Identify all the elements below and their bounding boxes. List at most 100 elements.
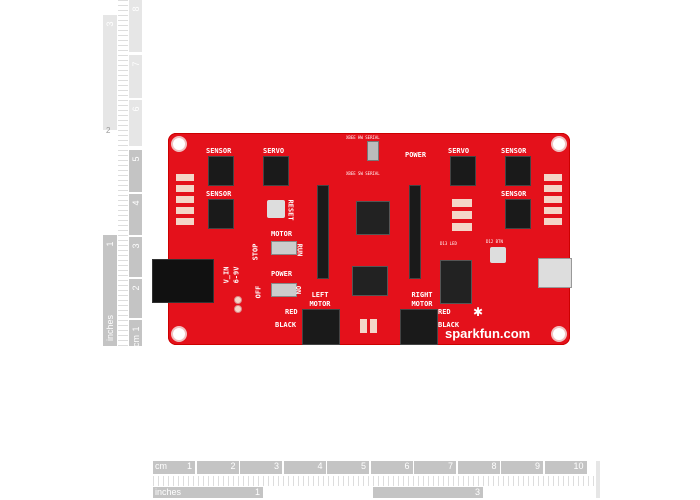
xbee-serial-switch[interactable] [367, 141, 379, 161]
stop-label: STOP [251, 243, 260, 261]
sensor-header [208, 156, 234, 186]
ruler-tick-label: 3 [105, 21, 115, 27]
ruler-tick-label: 5 [360, 461, 366, 471]
ruler-cm-segment: 4 [129, 194, 142, 235]
ruler-tick-label: 3 [273, 461, 279, 471]
mounting-hole [551, 326, 567, 342]
ruler-cm-segment: 6 [129, 100, 142, 146]
ruler-cm-segment: 7 [129, 55, 142, 98]
xbee-header-right [409, 185, 421, 279]
ruler-cm-segment: 3 [129, 237, 142, 277]
sensor-header [505, 156, 531, 186]
ruler-inch-segment: 1 inches [103, 235, 117, 346]
sensor-label: SENSOR [501, 147, 527, 155]
ruler-cm-segment: 9 [501, 461, 543, 474]
d12-button[interactable] [490, 247, 506, 263]
pad-grid [452, 199, 472, 231]
pad-column [176, 171, 194, 225]
ruler-cm-segment: 8 [457, 461, 500, 474]
ruler-cm-segment: 3 [240, 461, 282, 474]
ruler-tick-label: 2 [230, 461, 236, 471]
sensor-header [208, 199, 234, 229]
xbee-hw-serial-label: XBEE HW SERIAL [346, 135, 380, 140]
microcontroller-chip [356, 201, 390, 235]
vin-pad [234, 305, 242, 313]
ruler-inch-segment: 3 [373, 487, 483, 498]
sparkfun-flame-logo: ✱ [473, 305, 484, 319]
ruler-tick-label: 1 [130, 326, 141, 332]
sensor-label: SENSOR [206, 190, 232, 198]
right-motor-connector[interactable] [400, 309, 438, 345]
run-label: RUN [295, 243, 304, 257]
sensor-header [505, 199, 531, 229]
ruler-tick-label: 8 [491, 461, 497, 471]
servo-header [450, 156, 476, 186]
ruler-cm-segment: 8 [129, 0, 142, 52]
ruler-cm-segment: 5 [129, 150, 142, 192]
ruler-tick-label: 9 [534, 461, 540, 471]
sensor-label: SENSOR [206, 147, 232, 155]
ruler-inch-segment: 3 [103, 15, 117, 130]
right-red-label: RED [438, 308, 451, 316]
ruler-tick-label: 5 [130, 156, 141, 162]
motor-driver-chip [352, 266, 388, 296]
vin-range-label: 6-9V [232, 266, 241, 284]
servo-header [263, 156, 289, 186]
power-label: POWER [405, 151, 427, 159]
usb-serial-chip [440, 260, 472, 304]
ruler-tick-label: 6 [404, 461, 410, 471]
left-red-label: RED [285, 308, 298, 316]
xbee-sw-serial-label: XBEE SW SERIAL [346, 171, 380, 176]
vin-pad [234, 296, 242, 304]
ruler-tick-label: 3 [474, 487, 480, 497]
ruler-unit-label: cm [155, 461, 167, 471]
ruler-tick-label: 1 [254, 487, 260, 497]
ruler-tick-label: 7 [130, 61, 141, 67]
ruler-ticks [118, 0, 128, 346]
reset-button[interactable] [267, 200, 285, 218]
power-switch[interactable] [271, 283, 297, 297]
vin-label: V_IN [222, 266, 231, 284]
ruler-tick-label: 2 [130, 285, 141, 291]
power-switch-label: POWER [271, 270, 293, 278]
ruler-cm-segment: 4 [283, 461, 326, 474]
ruler-cm-segment: 2 [129, 279, 142, 318]
ruler-ticks [153, 476, 600, 486]
motor-run-switch[interactable] [271, 241, 297, 255]
barrel-power-jack[interactable] [152, 259, 214, 303]
ruler-cm-segment: 2 [196, 461, 239, 474]
redbot-pcb: SENSOR SERVO SENSOR SERVO SENSOR SENSOR … [152, 133, 572, 345]
servo-label: SERVO [263, 147, 285, 155]
ruler-unit-label: inches [105, 314, 115, 342]
sensor-label: SENSOR [501, 190, 527, 198]
left-motor-connector[interactable] [302, 309, 340, 345]
motor-label: MOTOR [271, 230, 293, 238]
mounting-hole [171, 136, 187, 152]
ruler-tick-label: 3 [130, 243, 141, 249]
motor-pads [360, 319, 380, 333]
mounting-hole [171, 326, 187, 342]
ruler-tick-label: 10 [573, 461, 584, 471]
d13-led-label: D13 LED [440, 241, 457, 246]
on-label: ON [294, 285, 303, 295]
left-black-label: BLACK [275, 321, 297, 329]
ruler-tick-label: 7 [447, 461, 453, 471]
left-motor-label: LEFT MOTOR [309, 291, 331, 308]
ruler-tick-label: 4 [130, 200, 141, 206]
ruler-inch-segment: inches 1 [153, 487, 263, 498]
right-motor-label: RIGHT MOTOR [411, 291, 433, 308]
brand-text: sparkfun.com [445, 326, 531, 341]
ruler-tick-label: 6 [130, 106, 141, 112]
mini-usb-connector[interactable] [538, 258, 572, 288]
off-label: OFF [254, 285, 263, 299]
ruler-tick-label: 2 [106, 126, 111, 135]
reset-label: RESET [286, 199, 295, 221]
d12-btn-label: D12 BTN [486, 239, 503, 244]
mounting-hole [551, 136, 567, 152]
ruler-unit-label: inches [155, 487, 182, 497]
ruler-tick-label: 8 [130, 6, 141, 12]
servo-label: SERVO [448, 147, 470, 155]
